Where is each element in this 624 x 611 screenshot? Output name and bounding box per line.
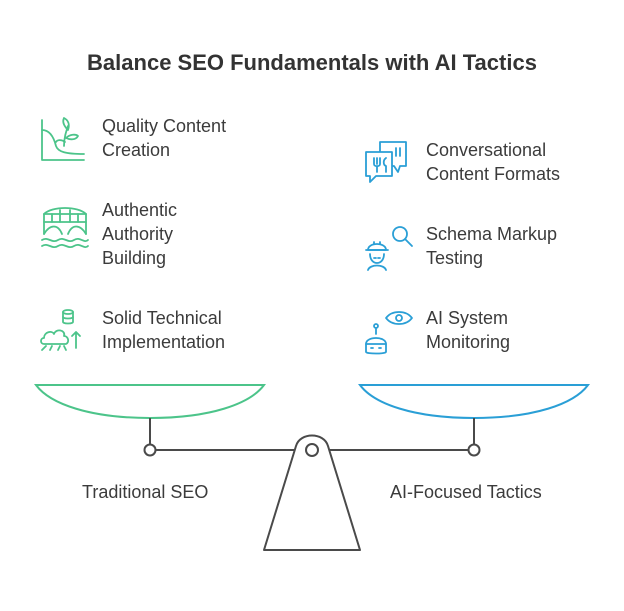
cloud-database-icon — [40, 309, 81, 351]
ai-item-label: Schema Markup Testing — [426, 224, 558, 268]
bridge-building-icon — [41, 207, 89, 249]
traditional-item-quality-content: Quality Content Creation — [38, 116, 226, 170]
traditional-item-technical-implementation: Solid Technical Implementation — [38, 308, 225, 362]
ai-item-conversational-content: Conversational Content Formats — [362, 140, 560, 194]
diagram-title: Balance SEO Fundamentals with AI Tactics — [87, 50, 537, 75]
traditional-item-label: Solid Technical Implementation — [102, 308, 226, 352]
ai-item-label: Conversational Content Formats — [426, 140, 561, 184]
scale-fulcrum — [263, 434, 361, 551]
traditional-item-label: Quality Content Creation — [102, 116, 227, 160]
traditional-beam-joint — [143, 443, 157, 457]
traditional-item-authority-building: Authentic Authority Building — [38, 200, 177, 270]
ai-item-label: AI System Monitoring — [426, 308, 511, 352]
traditional-scale-pan — [34, 384, 266, 420]
traditional-item-label: Authentic Authority Building — [102, 200, 178, 268]
ai-item-system-monitoring: AI System Monitoring — [362, 308, 510, 362]
chat-bubbles-icon — [365, 141, 407, 183]
robot-eye-icon — [365, 311, 413, 355]
ai-beam-joint — [467, 443, 481, 457]
inspector-search-icon — [365, 226, 413, 271]
traditional-seo-label: Traditional SEO — [82, 482, 209, 502]
ai-item-schema-testing: Schema Markup Testing — [362, 224, 557, 278]
fulcrum-pivot — [305, 443, 319, 457]
plant-growth-icon — [41, 117, 85, 161]
ai-scale-pan — [358, 384, 590, 420]
ai-focused-tactics-label: AI-Focused Tactics — [390, 482, 542, 502]
